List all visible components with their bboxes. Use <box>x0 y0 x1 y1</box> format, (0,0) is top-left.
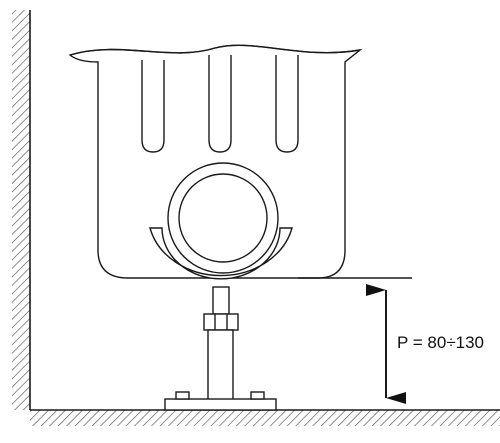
floor-stand <box>164 286 277 411</box>
stand-nut <box>203 313 239 331</box>
dimension-label: P = 80÷130 <box>397 333 484 352</box>
dimension-p <box>298 277 412 404</box>
base-bolt-left <box>175 391 190 400</box>
radiator-slot-1 <box>141 60 165 153</box>
radiator-slot-3 <box>275 55 299 153</box>
radiator-break-line <box>69 44 361 56</box>
base-bolt-right <box>250 391 265 400</box>
stand-base-plate <box>164 398 277 411</box>
wall-hatch <box>12 10 30 410</box>
stand-rod <box>212 286 230 315</box>
floor-hatch <box>30 410 500 426</box>
floor <box>30 409 500 426</box>
radiator-slot-2 <box>208 55 232 153</box>
stand-tube <box>207 329 234 401</box>
pipe-inner-circle <box>178 173 268 263</box>
pipe <box>167 162 279 274</box>
wall <box>12 10 31 410</box>
radiator <box>68 44 363 279</box>
support-bracket <box>149 227 293 280</box>
